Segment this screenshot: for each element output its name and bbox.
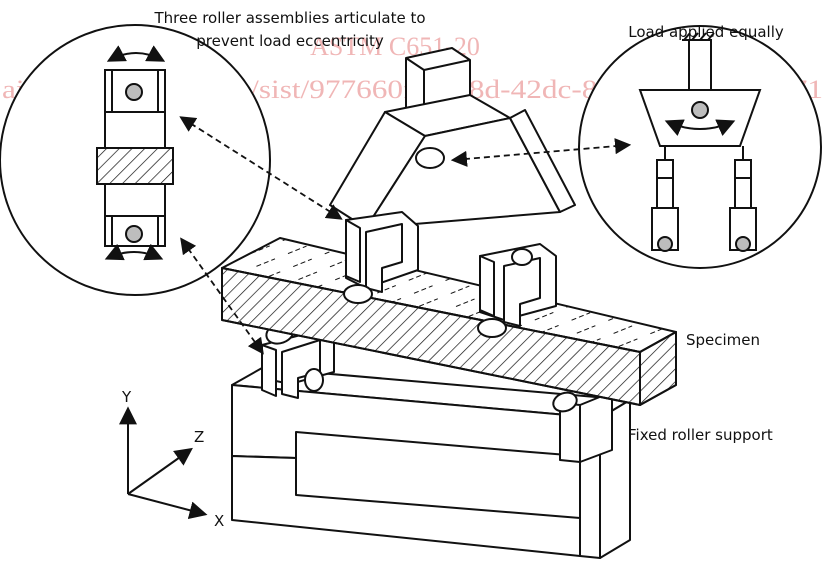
upper-right-roller-assembly [477, 243, 557, 338]
caption-line-1: Three roller assemblies articulate to [153, 9, 425, 27]
z-axis-label: Z [194, 428, 204, 446]
support-label: Fixed roller support [628, 426, 773, 444]
x-axis-arrow [127, 493, 208, 520]
caption-line-2: prevent load eccentricity [196, 32, 384, 50]
load-label: Load applied equally [628, 23, 784, 41]
detail-circle-left [0, 24, 271, 296]
leader-arrow-upper-roller [179, 116, 343, 220]
z-axis-arrow [127, 447, 193, 495]
leader-arrow-lower-roller [180, 237, 264, 355]
specimen-label: Specimen [686, 331, 760, 349]
coordinate-axes [119, 406, 208, 520]
x-axis-label: X [214, 512, 224, 530]
y-axis-label: Y [121, 388, 132, 406]
leader-arrow-load-head [450, 138, 632, 167]
fixed-roller-support [552, 391, 613, 463]
detail-circle-right [578, 25, 822, 269]
upper-left-roller-assembly [343, 211, 419, 304]
leader-arrows [179, 116, 632, 355]
